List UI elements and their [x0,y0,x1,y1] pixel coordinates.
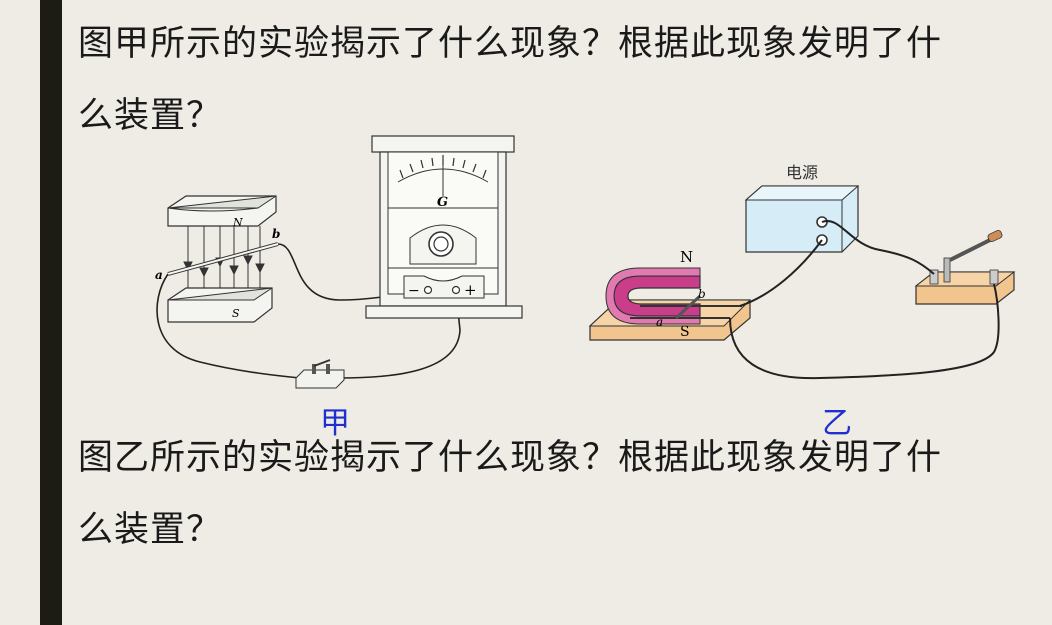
wire-switch-to-galvanometer [339,291,461,379]
power-supply-label: 电源 [786,163,818,182]
magnet-north-block: N [167,195,277,229]
figure-jia: N a b S [155,135,523,389]
figure-yi: 电源 N S b a [588,163,1016,380]
caption-jia: 甲 [320,406,350,441]
galvanometer-g-label: G [437,195,448,210]
question-1-line-2: 么装置？ [78,96,223,136]
knife-switch-jia [295,359,345,389]
label-n: N [232,216,243,229]
label-s-yi: S [680,324,690,340]
question-2: 图乙所示的实验揭示了什么现象？根据此现象发明了什 么装置？ [78,422,942,566]
wire-rail-to-switch [729,283,1000,380]
caption-yi: 乙 [822,406,852,441]
question-1: 图甲所示的实验揭示了什么现象？根据此现象发明了什 么装置？ [78,8,942,152]
label-s: S [232,307,240,320]
rolling-rod [674,294,702,320]
galvanometer: G − + [365,135,523,319]
label-a-yi: a [656,315,663,329]
knife-switch-yi [914,230,1016,305]
label-a: a [155,268,163,282]
terminal-minus: − [408,283,420,299]
question-1-line-1: 图甲所示的实验揭示了什么现象？根据此现象发明了什 [78,24,943,64]
wire-power-to-rail [739,239,823,307]
wire-power-to-switch [821,219,935,275]
magnet-south-block: S [167,287,273,323]
label-b: b [272,227,280,241]
label-b-yi: b [698,287,706,301]
left-accent-bar [40,0,62,625]
wire-a-to-switch [156,273,301,379]
question-2-line-1: 图乙所示的实验揭示了什么现象？根据此现象发明了什 [78,438,943,478]
question-2-line-2: 么装置？ [78,510,223,550]
label-n-yi: N [680,248,693,266]
terminal-plus: + [464,281,477,299]
power-supply-box [744,185,860,253]
